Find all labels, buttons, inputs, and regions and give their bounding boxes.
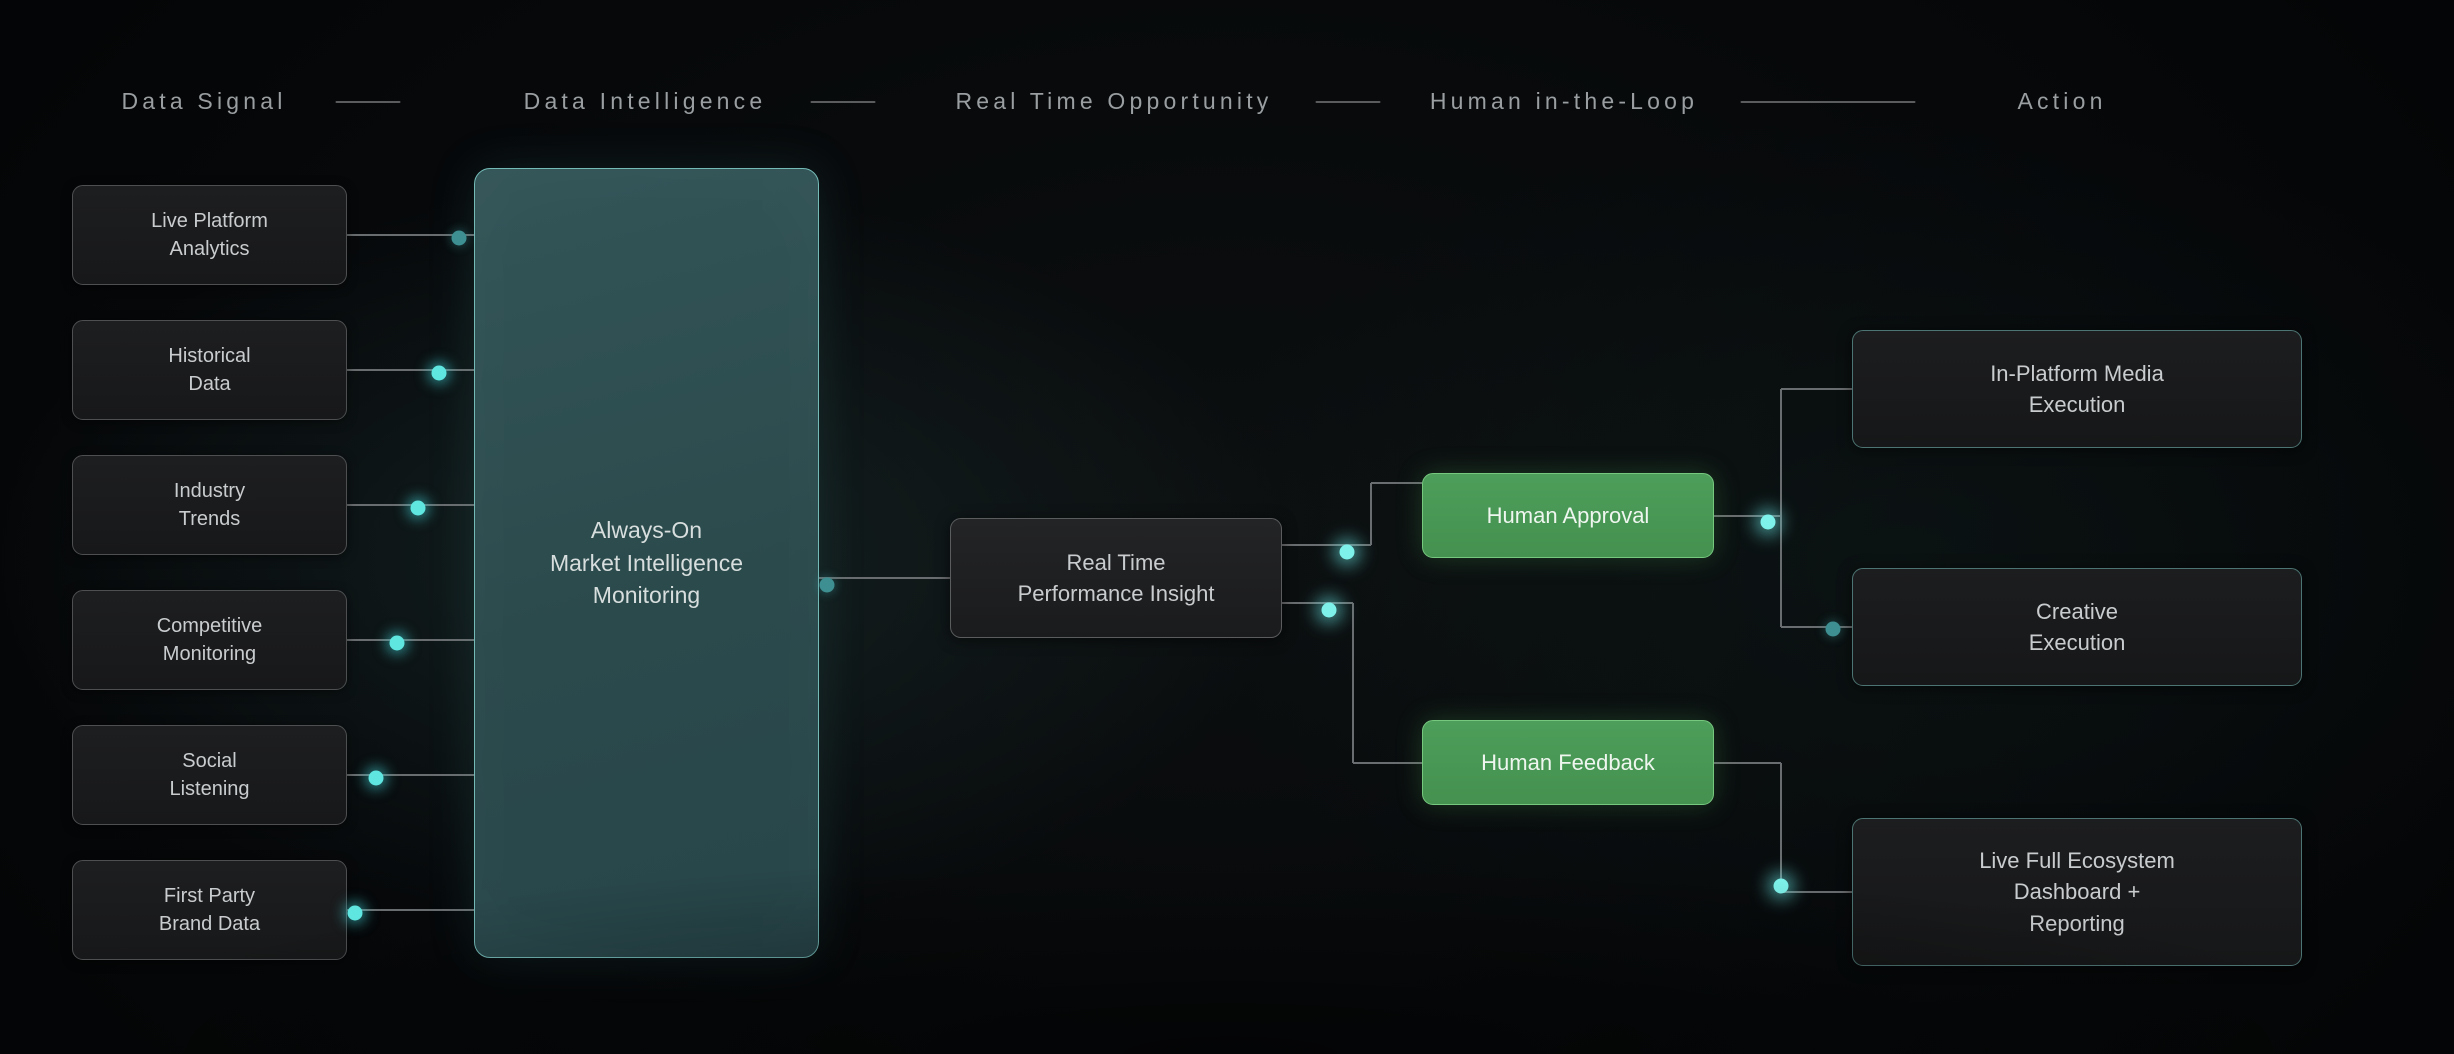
wire-source-4-to-hub [347, 774, 474, 776]
wire-insight-to-approval-b [1370, 482, 1372, 545]
node-always-on-market-intelligence-monitoring[interactable]: Always-On Market Intelligence Monitoring [474, 168, 819, 958]
wire-insight-to-approval-c [1371, 481, 1422, 484]
wire-insight-to-feedback-c [1353, 761, 1422, 764]
wire-hub-to-insight [819, 577, 950, 579]
node-human-feedback[interactable]: Human Feedback [1422, 720, 1714, 805]
stage-label-real-time-opportunity: Real Time Opportunity [955, 88, 1273, 114]
stage-divider-2 [810, 101, 876, 103]
node-creative-execution[interactable]: Creative Execution [1852, 568, 2302, 686]
wire-approval-to-creative [1781, 626, 1852, 628]
approval-branch-dot [1760, 514, 1776, 530]
stage-label-human-in-the-loop: Human in-the-Loop [1429, 88, 1699, 114]
wire-feedback-to-bus-b [1780, 762, 1782, 892]
signal-dot-competitive [389, 635, 405, 651]
wire-feedback-to-dashboard [1781, 891, 1852, 893]
stage-divider-3 [1315, 101, 1381, 103]
wire-insight-to-feedback-a [1282, 602, 1353, 604]
wire-source-1-to-hub [347, 369, 474, 371]
feedback-dashboard-dot [1773, 878, 1789, 894]
node-in-platform-media-execution[interactable]: In-Platform Media Execution [1852, 330, 2302, 448]
node-live-full-ecosystem-dashboard-reporting[interactable]: Live Full Ecosystem Dashboard + Reportin… [1852, 818, 2302, 966]
node-competitive-monitoring[interactable]: Competitive Monitoring [72, 590, 347, 690]
signal-dot-social [368, 770, 384, 786]
stage-header-row: Data Signal Data Intelligence Real Time … [0, 86, 2454, 122]
node-live-platform-analytics[interactable]: Live Platform Analytics [72, 185, 347, 285]
wire-approval-to-bus [1714, 514, 1781, 517]
insight-feedback-dot [1321, 602, 1337, 618]
node-social-listening[interactable]: Social Listening [72, 725, 347, 825]
wire-insight-to-approval-a [1282, 544, 1371, 546]
node-first-party-brand-data[interactable]: First Party Brand Data [72, 860, 347, 960]
wire-source-0-to-hub [347, 234, 474, 236]
stage-label-action: Action [2017, 88, 2107, 114]
node-human-approval[interactable]: Human Approval [1422, 473, 1714, 558]
signal-dot-historical [431, 365, 447, 381]
wire-insight-to-feedback-b [1352, 603, 1354, 763]
signal-dot-industry [410, 500, 426, 516]
node-industry-trends[interactable]: Industry Trends [72, 455, 347, 555]
stage-divider-1 [335, 101, 401, 103]
creative-branch-dot [1825, 621, 1841, 637]
node-real-time-performance-insight[interactable]: Real Time Performance Insight [950, 518, 1282, 638]
wire-approval-to-in-platform-media [1781, 388, 1852, 390]
signal-dot-live-platform [451, 230, 467, 246]
wire-source-3-to-hub [347, 639, 474, 641]
stage-label-data-intelligence: Data Intelligence [523, 88, 767, 114]
stage-label-data-signal: Data Signal [121, 88, 287, 114]
hub-output-dot [819, 577, 835, 593]
wire-approval-bus [1780, 389, 1782, 627]
wire-feedback-to-bus-a [1714, 761, 1781, 764]
insight-approval-dot [1339, 544, 1355, 560]
stage-divider-4 [1740, 101, 1916, 103]
node-historical-data[interactable]: Historical Data [72, 320, 347, 420]
signal-dot-first-party [347, 905, 363, 921]
wire-source-5-to-hub [347, 909, 474, 911]
